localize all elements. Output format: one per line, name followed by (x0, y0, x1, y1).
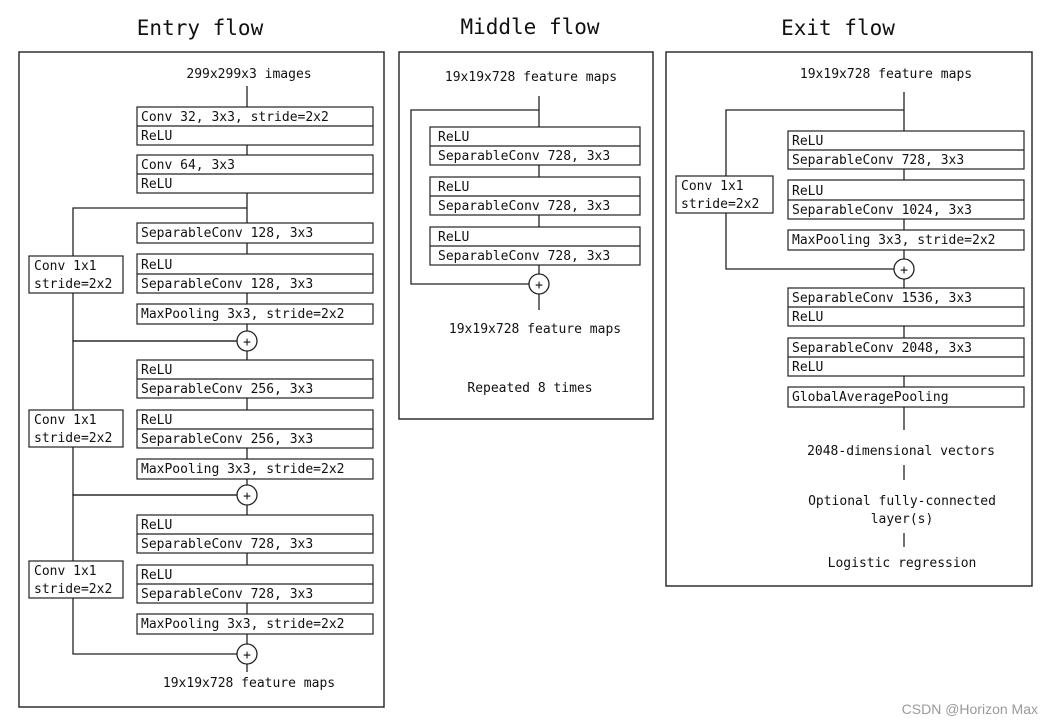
entry-flow-panel: 299x299x3 images Conv 32, 3x3, stride=2x… (18, 51, 385, 708)
entry-relu-label: ReLU (141, 258, 172, 273)
middle-output-label: 19x19x728 feature maps (449, 322, 621, 337)
entry-maxpool-1-block: MaxPooling 3x3, stride=2x2 (136, 303, 374, 325)
middle-sepconv-1-block: ReLU SeparableConv 728, 3x3 (429, 126, 641, 166)
entry-conv32-label: Conv 32, 3x3, stride=2x2 (141, 110, 329, 125)
exit-sepconv1024-label: SeparableConv 1024, 3x3 (792, 203, 972, 218)
shortcut-stride-label: stride=2x2 (681, 197, 759, 212)
entry-sepconv728-a-block: ReLU SeparableConv 728, 3x3 (136, 514, 374, 554)
exit-logistic-label: Logistic regression (828, 556, 977, 571)
entry-sepconv728-b-block: ReLU SeparableConv 728, 3x3 (136, 564, 374, 604)
add-symbol: + (243, 335, 251, 350)
middle-relu-label: ReLU (438, 230, 469, 245)
entry-sepconv256-label: SeparableConv 256, 3x3 (141, 382, 313, 397)
entry-relu-label: ReLU (141, 363, 172, 378)
exit-fc-label-line2: layer(s) (871, 512, 934, 527)
entry-shortcut-1-box: Conv 1x1 stride=2x2 (28, 255, 124, 294)
add-symbol: + (535, 278, 543, 293)
exit-flow-frame (665, 51, 1033, 587)
middle-flow-title: Middle flow (460, 15, 599, 39)
csdn-watermark: CSDN @Horizon Max (902, 701, 1038, 717)
shortcut-stride-label: stride=2x2 (34, 277, 112, 292)
entry-sepconv128-label: SeparableConv 128, 3x3 (141, 226, 313, 241)
exit-maxpool-block: MaxPooling 3x3, stride=2x2 (787, 229, 1025, 251)
middle-input-label: 19x19x728 feature maps (445, 70, 617, 85)
shortcut-stride-label: stride=2x2 (34, 582, 112, 597)
exit-sepconv1536-label: SeparableConv 1536, 3x3 (792, 291, 972, 306)
exit-gap-block: GlobalAveragePooling (787, 386, 1025, 408)
exit-sepconv2048-block: SeparableConv 2048, 3x3 ReLU (787, 337, 1025, 377)
exit-add: + (893, 258, 915, 280)
exit-sepconv2048-label: SeparableConv 2048, 3x3 (792, 341, 972, 356)
exit-fc-label-line1: Optional fully-connected (808, 494, 996, 509)
entry-sepconv128-a-block: SeparableConv 128, 3x3 (136, 222, 374, 244)
entry-conv32-block: Conv 32, 3x3, stride=2x2 ReLU (136, 106, 374, 146)
exit-input-label: 19x19x728 feature maps (800, 67, 972, 82)
entry-relu-label: ReLU (141, 568, 172, 583)
exit-sepconv728-label: SeparableConv 728, 3x3 (792, 153, 964, 168)
exit-shortcut-box: Conv 1x1 stride=2x2 (675, 175, 774, 214)
add-symbol: + (900, 263, 908, 278)
entry-sepconv128-label: SeparableConv 128, 3x3 (141, 277, 313, 292)
exit-sepconv1024-block: ReLU SeparableConv 1024, 3x3 (787, 179, 1025, 220)
entry-flow-frame (18, 51, 385, 708)
entry-sepconv256-b-block: ReLU SeparableConv 256, 3x3 (136, 409, 374, 449)
entry-relu-label: ReLU (141, 413, 172, 428)
exit-relu-label: ReLU (792, 134, 823, 149)
entry-maxpool-label: MaxPooling 3x3, stride=2x2 (141, 307, 345, 322)
middle-flow-frame (398, 51, 654, 420)
entry-relu-label: ReLU (141, 129, 172, 144)
entry-flow-title: Entry flow (137, 16, 264, 40)
entry-maxpool-label: MaxPooling 3x3, stride=2x2 (141, 617, 345, 632)
middle-repeat-note: Repeated 8 times (467, 381, 592, 396)
exit-relu-label: ReLU (792, 184, 823, 199)
entry-shortcut-2-box: Conv 1x1 stride=2x2 (28, 409, 124, 448)
entry-conv64-label: Conv 64, 3x3 (141, 158, 235, 173)
middle-sepconv728-label: SeparableConv 728, 3x3 (438, 199, 610, 214)
entry-maxpool-3-block: MaxPooling 3x3, stride=2x2 (136, 613, 374, 635)
exit-maxpool-label: MaxPooling 3x3, stride=2x2 (792, 233, 996, 248)
entry-relu-label: ReLU (141, 177, 172, 192)
entry-relu-label: ReLU (141, 518, 172, 533)
entry-output-label: 19x19x728 feature maps (163, 676, 335, 691)
shortcut-stride-label: stride=2x2 (34, 431, 112, 446)
entry-sepconv256-label: SeparableConv 256, 3x3 (141, 432, 313, 447)
middle-sepconv-2-block: ReLU SeparableConv 728, 3x3 (429, 176, 641, 216)
entry-add-1: + (236, 330, 258, 352)
exit-vectors-label: 2048-dimensional vectors (807, 444, 995, 459)
entry-sepconv256-a-block: ReLU SeparableConv 256, 3x3 (136, 359, 374, 399)
entry-conv64-block: Conv 64, 3x3 ReLU (136, 154, 374, 194)
middle-add: + (528, 273, 550, 295)
entry-maxpool-label: MaxPooling 3x3, stride=2x2 (141, 462, 345, 477)
exit-flow-panel: 19x19x728 feature maps ReLU SeparableCon… (665, 51, 1033, 587)
exit-relu-label: ReLU (792, 360, 823, 375)
shortcut-conv-label: Conv 1x1 (34, 259, 97, 274)
exit-gap-label: GlobalAveragePooling (792, 390, 949, 405)
middle-connectors (410, 96, 540, 310)
middle-flow-panel: 19x19x728 feature maps ReLU SeparableCon… (398, 51, 654, 420)
exit-sepconv1536-block: SeparableConv 1536, 3x3 ReLU (787, 287, 1025, 327)
entry-shortcut-3-box: Conv 1x1 stride=2x2 (28, 560, 124, 599)
exit-sepconv728-block: ReLU SeparableConv 728, 3x3 (787, 130, 1025, 170)
middle-relu-label: ReLU (438, 180, 469, 195)
exit-relu-label: ReLU (792, 310, 823, 325)
middle-sepconv-3-block: ReLU SeparableConv 728, 3x3 (429, 226, 641, 266)
shortcut-conv-label: Conv 1x1 (34, 413, 97, 428)
entry-add-2: + (236, 484, 258, 506)
add-symbol: + (243, 489, 251, 504)
add-symbol: + (243, 648, 251, 663)
entry-input-label: 299x299x3 images (186, 67, 311, 82)
shortcut-conv-label: Conv 1x1 (681, 179, 744, 194)
entry-maxpool-2-block: MaxPooling 3x3, stride=2x2 (136, 458, 374, 480)
middle-relu-label: ReLU (438, 130, 469, 145)
entry-sepconv128-b-block: ReLU SeparableConv 128, 3x3 (136, 253, 374, 294)
shortcut-conv-label: Conv 1x1 (34, 564, 97, 579)
middle-sepconv728-label: SeparableConv 728, 3x3 (438, 249, 610, 264)
entry-sepconv728-label: SeparableConv 728, 3x3 (141, 587, 313, 602)
entry-sepconv728-label: SeparableConv 728, 3x3 (141, 537, 313, 552)
entry-add-3: + (236, 643, 258, 665)
middle-sepconv728-label: SeparableConv 728, 3x3 (438, 149, 610, 164)
exit-flow-title: Exit flow (781, 16, 895, 40)
